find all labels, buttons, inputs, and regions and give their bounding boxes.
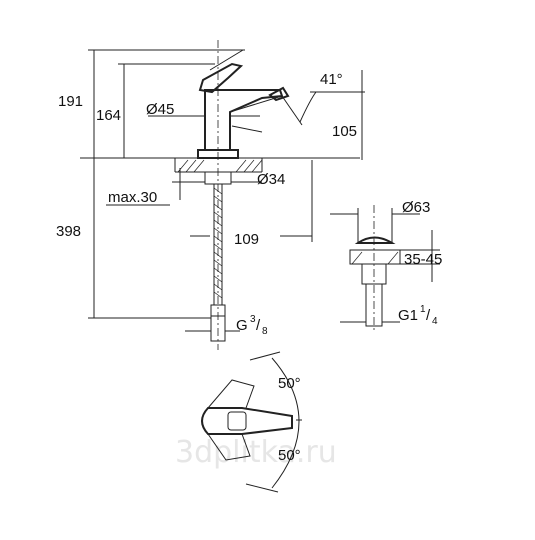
label-spout-height: 164 <box>96 107 121 124</box>
label-waste-range: 35-45 <box>404 251 442 268</box>
svg-text:/: / <box>426 307 431 324</box>
hose-thread-numerator: 3 <box>250 314 256 325</box>
hose-thread-denominator: 8 <box>262 326 268 337</box>
watermark: 3dplitka.ru <box>175 435 337 470</box>
pop-up-waste <box>330 205 440 330</box>
label-hose-length: 398 <box>56 223 81 240</box>
label-max-thickness: max.30 <box>108 189 157 206</box>
label-waste-diameter: Ø63 <box>402 199 430 216</box>
label-lever-angle-bottom: 50° <box>278 447 301 464</box>
svg-text:/: / <box>256 317 261 334</box>
lever-top-view <box>201 351 302 493</box>
hose-thread-main: G <box>236 317 248 334</box>
faucet-side-view <box>197 40 290 350</box>
countertop <box>80 157 360 185</box>
label-lever-angle-top: 50° <box>278 375 301 392</box>
label-total-height: 191 <box>58 93 83 110</box>
label-hose-offset: 109 <box>234 231 259 248</box>
dimension-lines <box>88 49 365 332</box>
label-spout-diameter: Ø45 <box>146 101 174 118</box>
label-hose-thread: G 3 / 8 <box>236 314 268 337</box>
waste-thread-denominator: 4 <box>432 316 438 327</box>
waste-thread-numerator: 1 <box>420 304 426 315</box>
label-spout-angle: 41° <box>320 71 343 88</box>
label-spout-reach: 105 <box>332 123 357 140</box>
flex-hose <box>210 184 226 342</box>
label-waste-thread: G1 1 / 4 <box>398 304 438 327</box>
waste-thread-main: G1 <box>398 307 418 324</box>
label-body-diameter: Ø34 <box>257 171 285 188</box>
